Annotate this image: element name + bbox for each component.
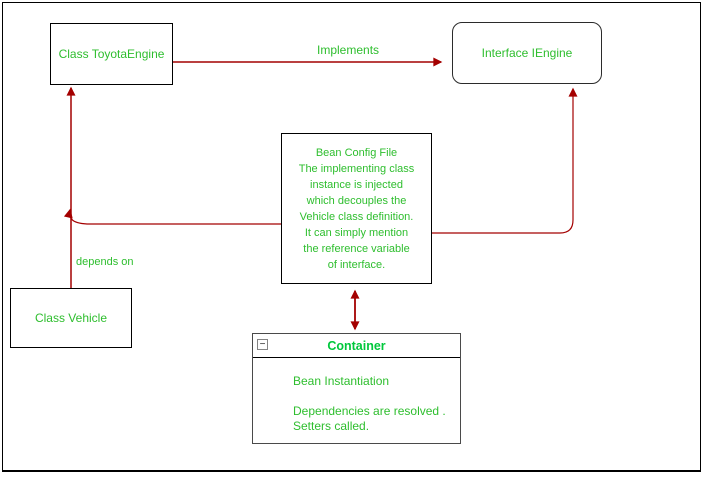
node-class-vehicle-label: Class Vehicle (34, 311, 108, 325)
bean-config-line: The implementing class (298, 163, 415, 175)
container-header: − Container (253, 334, 460, 358)
node-container[interactable]: − Container Bean Instantiation Dependenc… (252, 333, 461, 444)
bean-config-line: Vehicle class definition. (299, 211, 414, 223)
edge-label-depends-on: depends on (74, 255, 136, 269)
bean-config-line: the reference variable (303, 243, 410, 255)
node-class-vehicle[interactable]: Class Vehicle (10, 288, 132, 348)
container-body-line (293, 389, 456, 404)
node-interface-iengine[interactable]: Interface IEngine (452, 22, 602, 84)
bean-config-line: It can simply mention (304, 227, 409, 239)
bean-config-line: of interface. (327, 259, 386, 271)
container-body: Bean Instantiation Dependencies are reso… (253, 358, 460, 434)
node-bean-config-file[interactable]: Bean Config File The implementing class … (281, 133, 432, 284)
node-class-toyotaengine[interactable]: Class ToyotaEngine (50, 23, 173, 85)
container-title: Container (327, 338, 386, 353)
collapse-icon[interactable]: − (257, 339, 268, 350)
bean-config-line: instance is injected (310, 179, 403, 191)
bean-config-line: Bean Config File (315, 147, 398, 159)
edge-label-implements: Implements (317, 43, 380, 57)
bean-config-line: which decouples the (306, 195, 407, 207)
container-body-line: Setters called. (293, 419, 370, 433)
container-body-line: Dependencies are resolved . (293, 404, 446, 418)
node-interface-iengine-label: Interface IEngine (481, 46, 573, 60)
node-class-toyotaengine-label: Class ToyotaEngine (58, 47, 165, 61)
container-body-line: Bean Instantiation (293, 374, 390, 388)
